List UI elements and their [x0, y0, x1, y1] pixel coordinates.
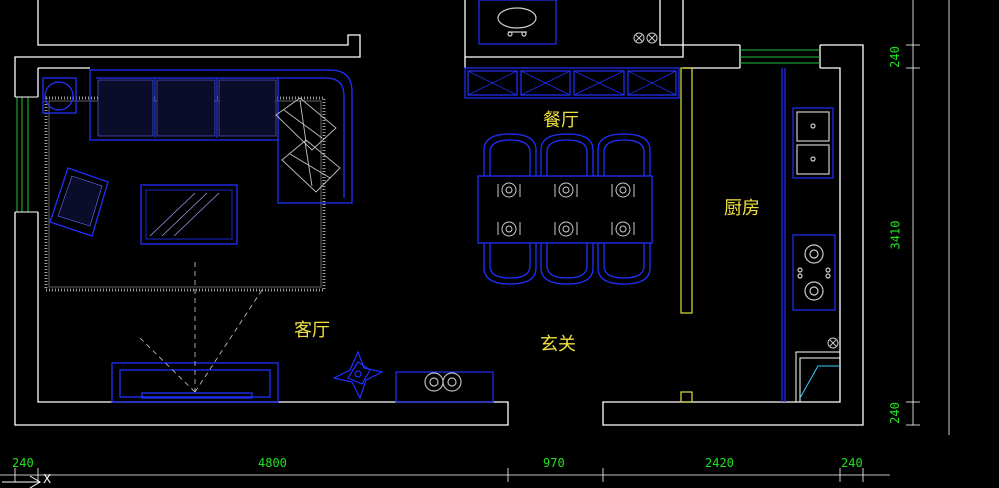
kitchen-sink — [792, 107, 834, 179]
low-cabinet — [395, 371, 494, 403]
kitchen-drain-icon — [827, 337, 839, 349]
wall-top-mid — [464, 0, 684, 58]
sofa — [89, 69, 353, 204]
gas-stove — [792, 234, 836, 311]
place-settings — [497, 182, 635, 237]
dim-right-2: 3410 — [888, 220, 903, 250]
room-label-living: 客厅 — [294, 320, 330, 341]
wall-top-right — [682, 0, 740, 46]
tv-view-lines — [139, 262, 263, 393]
dim-bottom-4: 2420 — [705, 456, 734, 470]
cushions — [275, 97, 341, 193]
partition — [680, 67, 693, 403]
fridge — [795, 351, 840, 402]
dim-bottom-3: 970 — [543, 456, 565, 470]
dimension-lines — [0, 0, 950, 482]
cabinet-row — [464, 67, 680, 99]
dining-set — [477, 133, 653, 285]
room-label-foyer: 玄关 — [540, 334, 576, 355]
dim-bottom-2: 4800 — [258, 456, 287, 470]
coffee-table — [140, 184, 238, 245]
wall-top-left — [14, 0, 361, 97]
window-top-kitchen — [740, 49, 820, 64]
window-left — [15, 96, 38, 213]
room-label-dining: 餐厅 — [543, 110, 579, 131]
wall-left-lower — [14, 212, 509, 426]
kitchen-counter — [781, 68, 786, 402]
wash-basin — [478, 0, 557, 45]
walls — [14, 0, 864, 426]
armchair — [49, 167, 109, 237]
floor-drain-icons — [633, 32, 658, 44]
wall-top-right-2 — [602, 44, 864, 426]
dim-bottom-5: 240 — [841, 456, 863, 470]
dim-right-1: 240 — [887, 46, 902, 68]
plant — [332, 350, 384, 400]
side-table — [42, 77, 77, 114]
room-label-kitchen: 厨房 — [724, 198, 760, 219]
axis-marker — [2, 475, 41, 488]
dim-bottom-1: 240 — [12, 456, 34, 470]
axis-x-label: X — [43, 472, 52, 486]
dim-right-3: 240 — [887, 402, 902, 424]
